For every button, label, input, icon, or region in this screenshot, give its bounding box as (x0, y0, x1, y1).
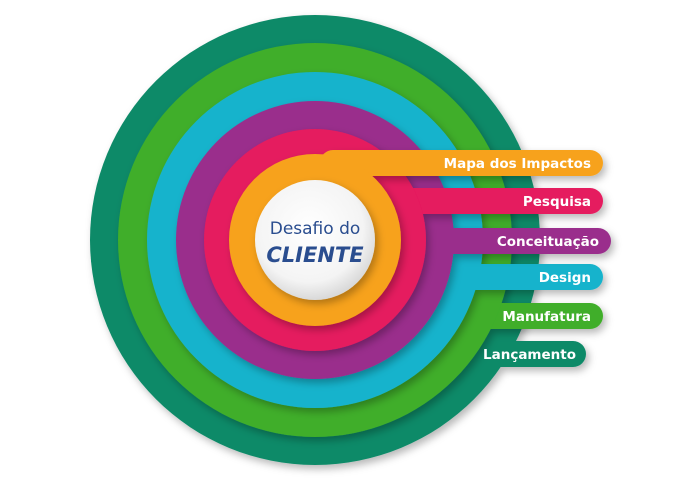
stage-label-design: Design (539, 270, 591, 286)
stage-label-conceituacao: Conceituação (497, 234, 599, 250)
stage-label-manufatura: Manufatura (502, 309, 591, 325)
center-title-line1: Desafio do (270, 219, 361, 239)
stage-label-mapa-dos-impactos: Mapa dos Impactos (444, 156, 591, 172)
center-title-line2: CLIENTE (266, 243, 364, 267)
stage-label-pesquisa: Pesquisa (523, 194, 591, 210)
center-disc (255, 180, 375, 300)
stage-label-lancamento: Lançamento (483, 347, 576, 363)
stage-tab-mapa-dos-impactos (320, 150, 603, 176)
